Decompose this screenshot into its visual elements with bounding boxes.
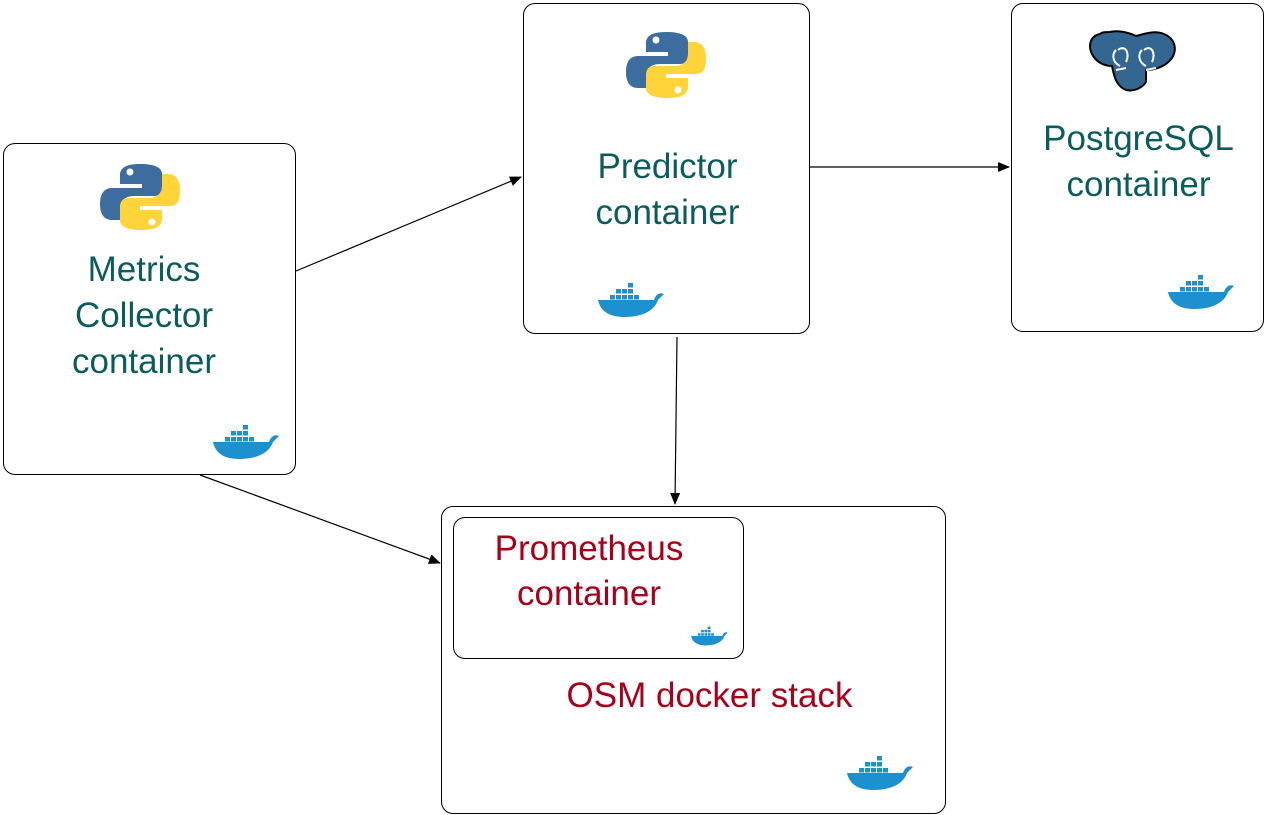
metrics-label-line-3: container <box>72 342 216 381</box>
prometheus-label-line-1: Prometheus <box>494 529 684 568</box>
metrics-collector-container-node[interactable]: Metrics Collector container <box>3 143 296 475</box>
predictor-label-line-2: container <box>595 193 740 232</box>
docker-icon <box>847 756 913 790</box>
docker-icon <box>691 626 728 646</box>
prometheus-label-line-2: container <box>517 574 661 613</box>
prometheus-container-node[interactable]: Prometheus container <box>453 517 744 659</box>
docker-icon <box>213 425 279 459</box>
edge-metrics-to-osm <box>199 474 441 564</box>
postgresql-label-line-2: container <box>1066 165 1211 204</box>
metrics-label-line-2: Collector <box>74 296 214 335</box>
osm-docker-stack-node[interactable]: Prometheus container OSM docker stack <box>441 506 946 814</box>
postgresql-label-line-1: PostgreSQL <box>1043 119 1234 158</box>
predictor-label-line-1: Predictor <box>597 147 738 186</box>
osm-stack-label: OSM docker stack <box>566 676 853 715</box>
python-icon <box>100 164 180 230</box>
postgresql-icon <box>1089 30 1176 92</box>
predictor-container-node[interactable]: Predictor container <box>523 3 810 334</box>
docker-icon <box>598 283 664 317</box>
python-icon <box>626 32 706 98</box>
docker-icon <box>1168 275 1234 309</box>
postgresql-container-node[interactable]: PostgreSQL container <box>1011 3 1264 332</box>
metrics-label-line-1: Metrics <box>87 250 201 289</box>
edge-predictor-to-osm <box>670 336 681 505</box>
edge-metrics-to-predictor <box>295 176 522 272</box>
